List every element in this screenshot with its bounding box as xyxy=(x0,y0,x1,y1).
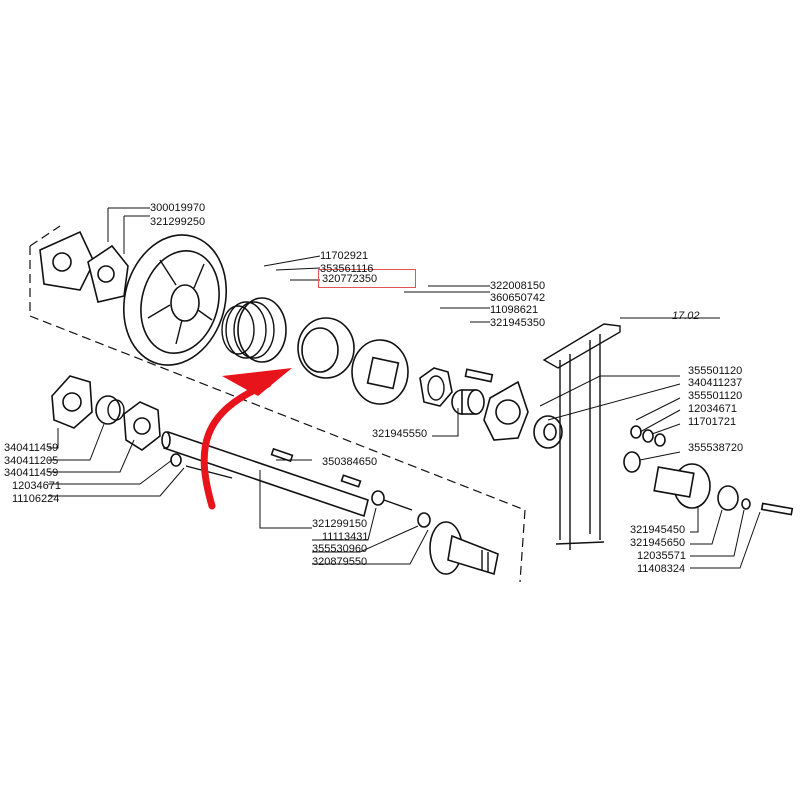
stub-shaft xyxy=(417,512,499,576)
taper-bush xyxy=(87,244,129,303)
part-number-label: 355501120 xyxy=(688,390,743,402)
highlight-arrow xyxy=(200,368,292,510)
main-shaft xyxy=(161,430,369,518)
part-number-label: 12035571 xyxy=(637,550,686,562)
part-number-label: 11702921 xyxy=(320,250,369,262)
part-number-label: 11408324 xyxy=(637,563,686,575)
part-number-label: 11106224 xyxy=(12,493,60,505)
sprocket xyxy=(653,463,711,509)
part-number-label: 321945450 xyxy=(630,524,686,536)
shaft-pin xyxy=(371,490,413,511)
part-number-label: 360650742 xyxy=(490,292,546,304)
part-number-label: 321299150 xyxy=(312,518,368,530)
support-frame xyxy=(542,317,720,550)
highlight-box xyxy=(318,269,416,288)
washer-right xyxy=(623,425,666,473)
part-number-label: 11701721 xyxy=(688,416,737,428)
bolt-small xyxy=(464,368,494,383)
part-number-label: 355538720 xyxy=(688,442,744,454)
sprocket-hub xyxy=(717,485,794,516)
part-number-label: 355530960 xyxy=(312,543,368,555)
part-number-label: 300019970 xyxy=(150,202,206,214)
part-number-label: 321945550 xyxy=(372,428,428,440)
flange-plate-left xyxy=(51,375,93,429)
part-number-label: 321945650 xyxy=(630,537,686,549)
part-number-label: 321945350 xyxy=(490,317,546,329)
frame-reference: 17.02 xyxy=(672,310,700,322)
coil-spring xyxy=(221,297,287,363)
part-number-label: 340411237 xyxy=(688,377,743,389)
leader-lines xyxy=(48,207,761,569)
part-number-label: 340411205 xyxy=(4,455,59,467)
part-number-label highlighted-part-number: 320772350 xyxy=(322,273,378,285)
bearing-flange xyxy=(483,380,529,441)
part-number-label: 320879550 xyxy=(312,556,368,568)
part-number-label: 321299250 xyxy=(150,216,206,228)
spring-cup xyxy=(297,317,355,379)
part-number-label: 340411459 xyxy=(4,442,59,454)
drive-hub xyxy=(351,339,409,405)
part-number-label: 353561116 xyxy=(320,263,374,275)
part-number-label: 322008150 xyxy=(490,280,546,292)
pulley-hub-flange xyxy=(39,230,95,291)
part-number-label: 340411459 xyxy=(4,467,59,479)
v-belt-pulley xyxy=(122,234,228,366)
part-number-label: 355501120 xyxy=(688,365,743,377)
part-number-label: 11098621 xyxy=(490,304,539,316)
part-number-label: 12034671 xyxy=(12,480,61,492)
bush-left xyxy=(95,395,125,425)
part-number-label: 350384650 xyxy=(322,456,378,468)
part-number-label: 12034671 xyxy=(688,403,737,415)
hex-nut xyxy=(419,367,453,407)
part-number-label: 11113431 xyxy=(322,531,369,543)
pin-left xyxy=(170,453,233,479)
bearing xyxy=(533,415,563,449)
flange-plate-mid xyxy=(123,401,161,451)
spacer-bush xyxy=(451,389,485,415)
assembly-outline xyxy=(29,225,526,583)
